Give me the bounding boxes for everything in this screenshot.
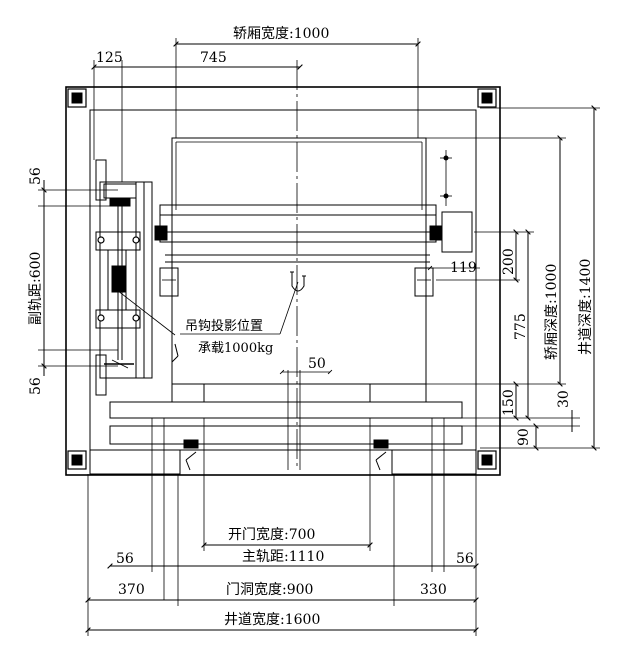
dim-119-label: 119 (450, 260, 477, 276)
dim-50-label: 50 (308, 356, 326, 372)
dim-775-label: 775 (513, 313, 529, 340)
right-dimensions (426, 105, 600, 451)
dim-200-label: 200 (501, 248, 517, 275)
dimension-labels: 轿厢宽度:1000 125 745 56 副轨距:600 56 轿厢深度:100… (28, 25, 594, 628)
dim-745-label: 745 (200, 50, 227, 66)
center-lines (279, 60, 333, 470)
car-depth-label: 轿厢深度:1000 (544, 264, 560, 360)
main-rail-distance-label: 主轨距:1110 (242, 549, 324, 565)
left-dimensions (38, 180, 118, 376)
dim-56-right-label: 56 (456, 551, 474, 567)
dim-56-left-label: 56 (116, 551, 134, 567)
bottom-dimensions (85, 418, 479, 636)
door-hole-width-label: 门洞宽度:900 (226, 581, 313, 598)
door-open-width-label: 开门宽度:700 (228, 526, 315, 543)
top-dimensions (91, 38, 421, 182)
dim-30-label: 30 (556, 390, 572, 408)
car-width-label: 轿厢宽度:1000 (233, 25, 329, 42)
car-body (154, 137, 473, 385)
dim-370-label: 370 (118, 582, 145, 598)
dim-125-label: 125 (96, 50, 123, 66)
aux-rail-distance-label: 副轨距:600 (28, 252, 44, 325)
dim-330-label: 330 (420, 582, 447, 598)
shaft-width-label: 井道宽度:1600 (224, 611, 320, 628)
hook-label-line1: 吊钩投影位置 (185, 318, 263, 334)
dim-56-bottom-label: 56 (28, 377, 44, 395)
hook-label-line2: 承载1000kg (198, 341, 273, 356)
shaft-walls (65, 86, 501, 476)
counterweight-assembly (95, 159, 179, 396)
dim-90-label: 90 (516, 428, 532, 446)
car-floor-and-sill (89, 383, 477, 475)
dim-150-label: 150 (501, 389, 517, 416)
shaft-depth-label: 井道深度:1400 (578, 259, 594, 355)
dim-56-top-label: 56 (28, 167, 44, 185)
hook-projection (180, 271, 306, 335)
